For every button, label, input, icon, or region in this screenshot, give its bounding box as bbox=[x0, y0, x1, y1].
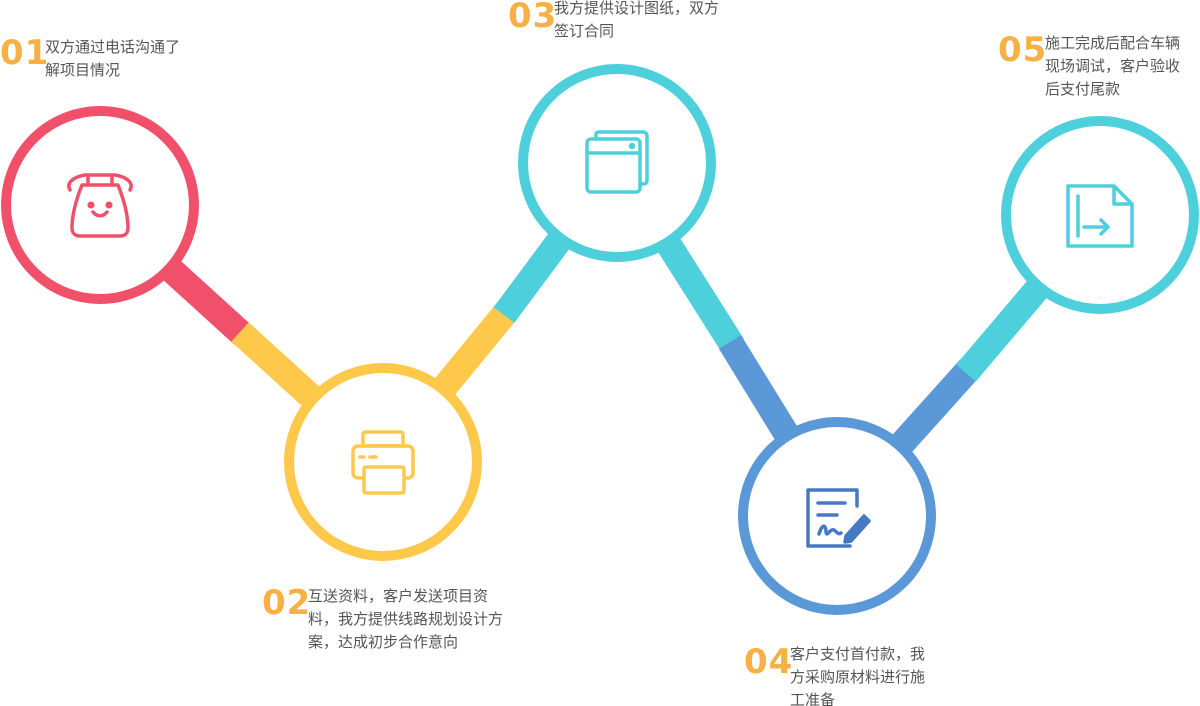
step-2-number: 02 bbox=[262, 583, 312, 623]
step-5-description: 施工完成后配合车辆 现场调试，客户验收 后支付尾款 bbox=[1045, 34, 1181, 98]
step-1-description: 双方通过电话沟通了 解项目情况 bbox=[45, 38, 181, 79]
file-export-icon bbox=[1066, 184, 1134, 248]
step-2-node bbox=[284, 363, 482, 561]
step-2-description: 互送资料，客户发送项目资 料，我方提供线路规划设计方 案，达成初步合作意向 bbox=[308, 587, 504, 651]
telephone-icon bbox=[67, 173, 133, 238]
step-4-node bbox=[738, 417, 936, 615]
signature-document-icon bbox=[806, 488, 871, 548]
step-3-node bbox=[518, 64, 716, 262]
step-1-node bbox=[1, 106, 199, 304]
browser-windows-icon bbox=[585, 130, 649, 194]
step-4-description: 客户支付首付款，我 方采购原材料进行施 工准备 bbox=[790, 645, 926, 706]
step-3-number: 03 bbox=[508, 0, 558, 36]
step-4-number: 04 bbox=[744, 642, 794, 682]
step-5-node bbox=[1001, 116, 1199, 314]
step-5-number: 05 bbox=[998, 30, 1048, 70]
step-1-number: 01 bbox=[0, 33, 50, 73]
printer-icon bbox=[351, 430, 415, 495]
step-3-description: 我方提供设计图纸，双方 签订合同 bbox=[554, 0, 720, 40]
